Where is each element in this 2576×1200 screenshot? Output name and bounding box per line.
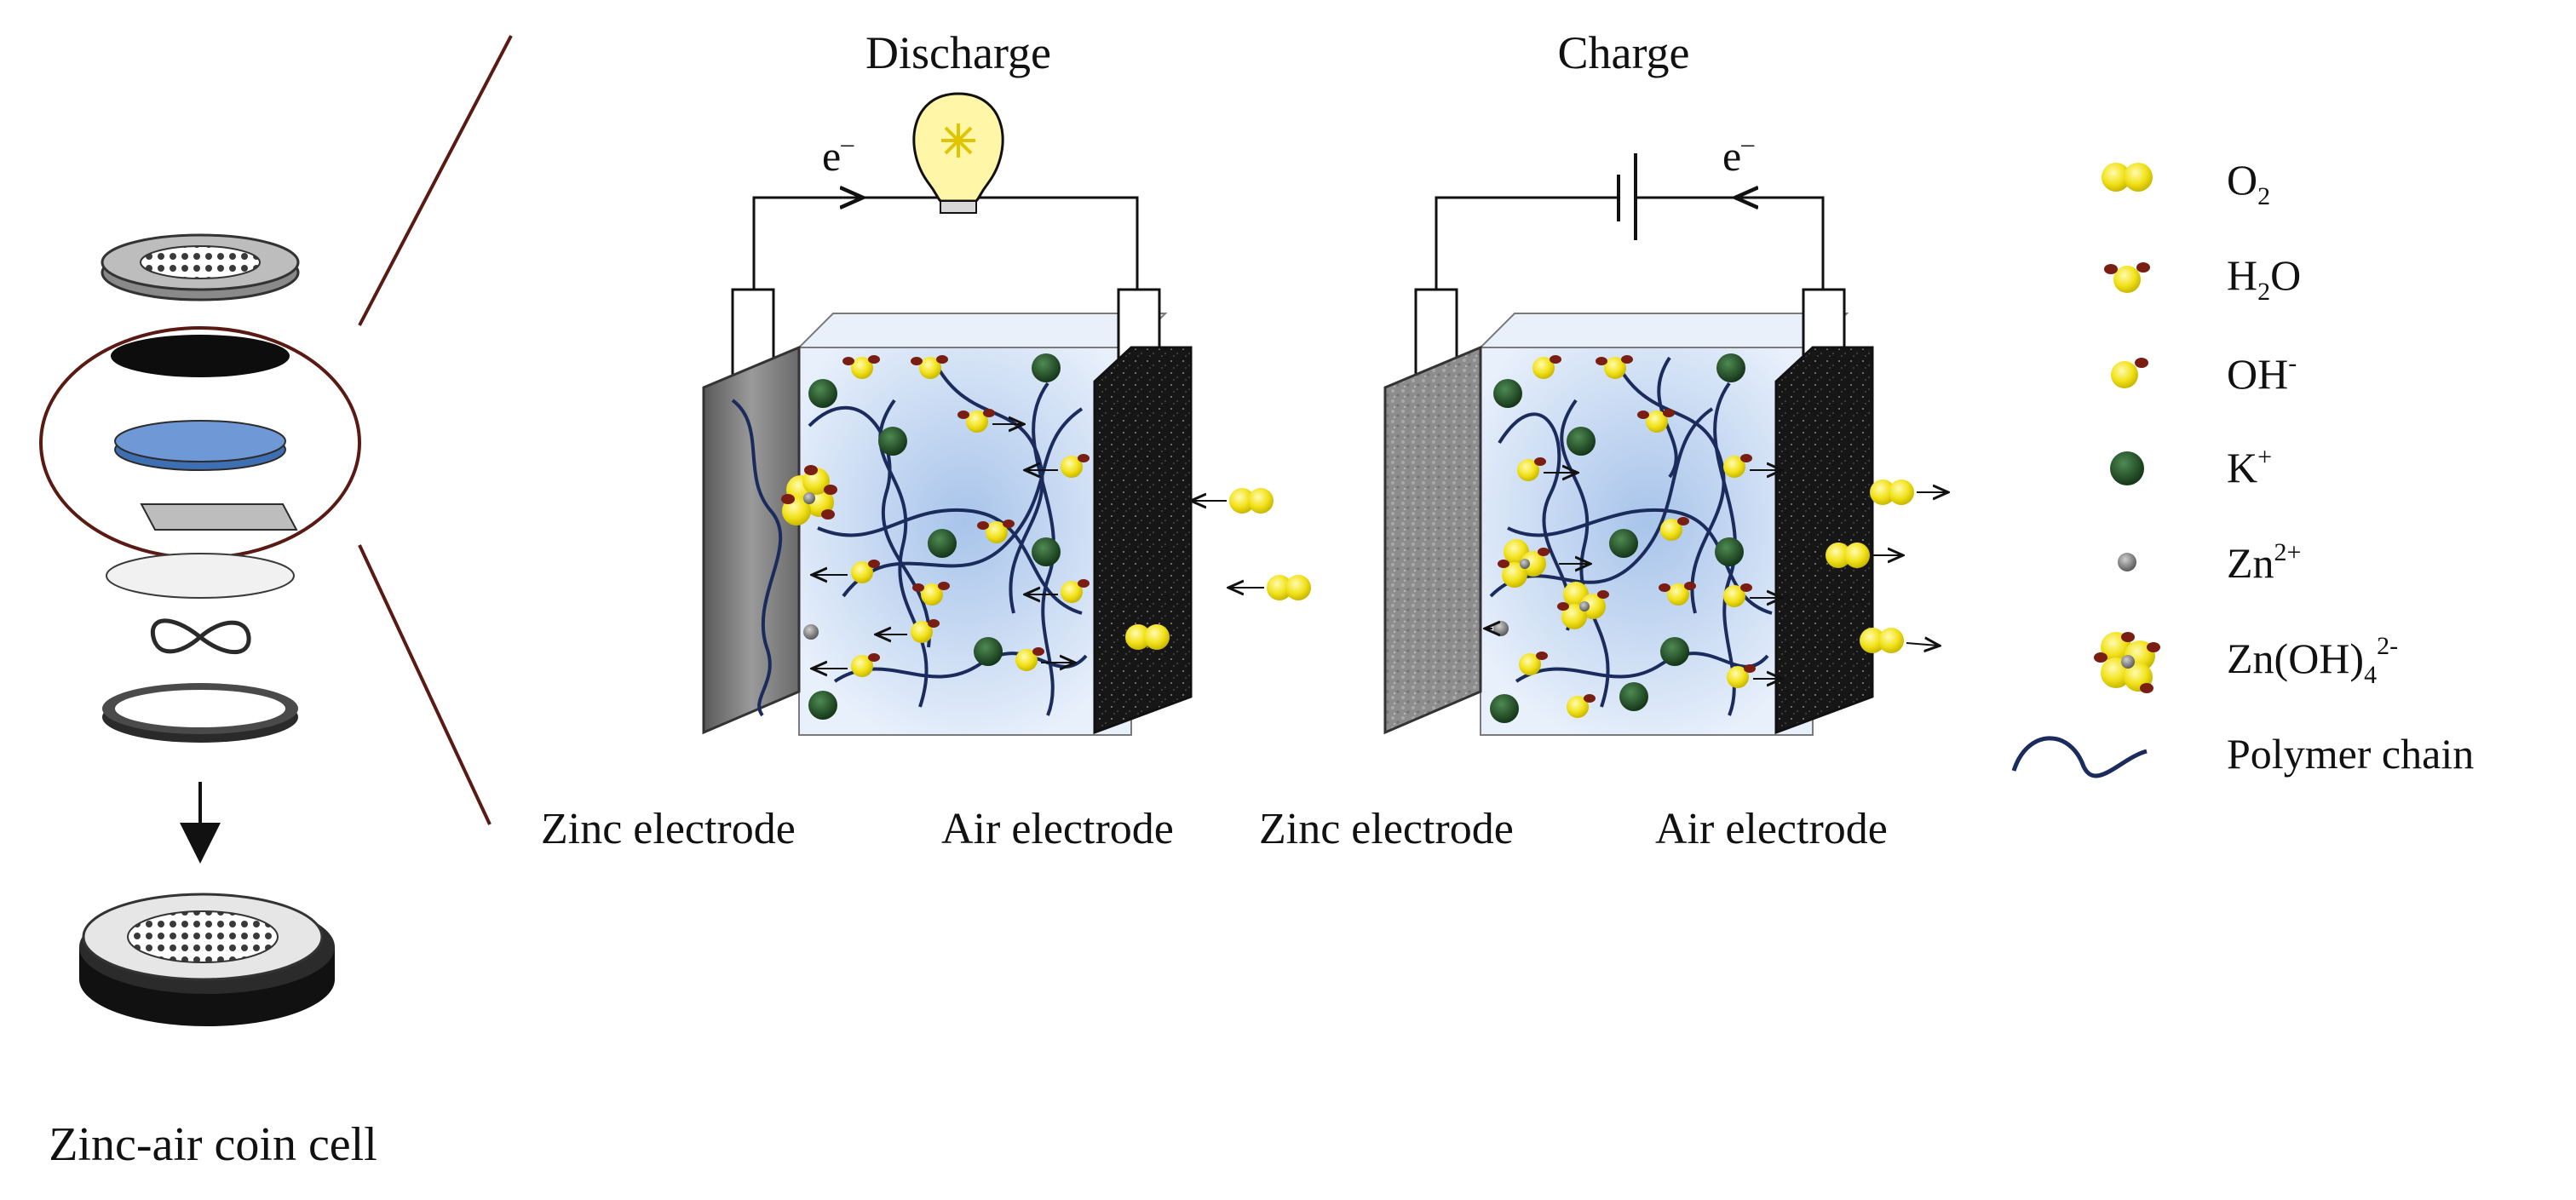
- charge-air-electrode-plate: [1774, 346, 1874, 735]
- gel-electrolyte-disc: [114, 420, 286, 471]
- charge-zinc-electrode-label: Zinc electrode: [1259, 805, 1514, 853]
- legend-zn: Zn2+: [2118, 538, 2301, 587]
- discharge-zincate-complex: [781, 465, 837, 525]
- zoom-line-top: [358, 35, 513, 326]
- legend-oh-label: OH-: [2227, 349, 2297, 398]
- zinc-foil-layer: [140, 503, 298, 531]
- potassium-ion-icon: [2110, 451, 2144, 485]
- battery-source-icon: [1617, 153, 1637, 240]
- separator-disc: [106, 553, 295, 599]
- charge-zincate-complexes: [1498, 539, 1609, 629]
- coin-cap-top: [101, 233, 300, 301]
- discharge-zinc-ion: [803, 624, 819, 640]
- charge-polymer-chains: [1489, 356, 1773, 716]
- discharge-water-molecules: [842, 355, 1022, 606]
- water-molecule-icon: [2104, 262, 2150, 293]
- coin-cell-caption: Zinc-air coin cell: [49, 1118, 377, 1171]
- light-bulb-icon: [912, 92, 1004, 214]
- zincate-complex-icon: [2094, 632, 2160, 693]
- coin-cell-exploded-view: Zinc-air coin cell: [39, 233, 377, 1171]
- hydroxide-ion-icon: [2111, 358, 2148, 388]
- zoom-line-bottom: [358, 544, 492, 825]
- legend-polymer-label: Polymer chain: [2227, 730, 2474, 778]
- legend-k: K+: [2110, 443, 2272, 491]
- discharge-oxygen-molecules: [1125, 488, 1311, 650]
- polymer-chain-icon: [2011, 736, 2148, 778]
- discharge-title: Discharge: [865, 27, 1051, 78]
- charge-box-top: [1478, 313, 1849, 348]
- legend-oh: OH-: [2111, 349, 2297, 398]
- legend-zincate-label: Zn(OH)42-: [2227, 632, 2398, 689]
- legend-k-label: K+: [2227, 443, 2272, 491]
- charge-cell: Charge e–: [1259, 27, 1946, 853]
- discharge-gel-electrolyte: [798, 347, 1132, 736]
- charge-hydroxide-ions: [1517, 355, 1780, 718]
- legend-o2-label: O2: [2227, 156, 2270, 210]
- coin-case-ring: [102, 683, 298, 743]
- discharge-air-electrode-label: Air electrode: [941, 805, 1174, 853]
- legend-o2: O2: [2102, 156, 2270, 210]
- discharge-potassium-ions: [808, 353, 1061, 720]
- charge-potassium-ions: [1490, 353, 1745, 723]
- legend-h2o: H2O: [2104, 251, 2301, 306]
- charge-water-molecules: [1596, 355, 1696, 606]
- charge-zinc-electrode-plate: [1383, 345, 1482, 735]
- charge-title: Charge: [1558, 27, 1690, 78]
- assembled-coin-cell: [79, 893, 335, 1026]
- oxygen-molecule-icon: [2102, 163, 2153, 192]
- spring-layer: [150, 618, 251, 655]
- discharge-zinc-electrode-label: Zinc electrode: [541, 805, 796, 853]
- charge-circuit-wire-right: [1636, 196, 1825, 291]
- discharge-hydroxide-ions: [814, 454, 1090, 677]
- discharge-zinc-electrode-plate: [702, 345, 801, 735]
- zinc-ion-icon: [2118, 553, 2136, 571]
- legend: O2 H2O OH- K+: [2011, 156, 2474, 778]
- discharge-electron-label: e–: [822, 129, 854, 180]
- air-cathode-layer: [111, 335, 290, 377]
- charge-zinc-ion: [1493, 621, 1509, 636]
- discharge-air-electrode-plate: [1093, 346, 1193, 735]
- discharge-box-top: [796, 313, 1168, 348]
- discharge-cell: Discharge e–: [541, 27, 1311, 853]
- charge-electron-label: e–: [1722, 129, 1755, 180]
- charge-circuit-wire-left: [1435, 196, 1619, 291]
- charge-air-electrode-label: Air electrode: [1655, 805, 1888, 853]
- legend-h2o-label: H2O: [2227, 251, 2301, 306]
- legend-zn-label: Zn2+: [2227, 538, 2301, 587]
- charge-gel-electrolyte: [1480, 347, 1814, 736]
- legend-polymer: Polymer chain: [2011, 730, 2474, 778]
- legend-zincate: Zn(OH)42-: [2094, 632, 2398, 693]
- charge-oxygen-molecules: [1826, 479, 1946, 653]
